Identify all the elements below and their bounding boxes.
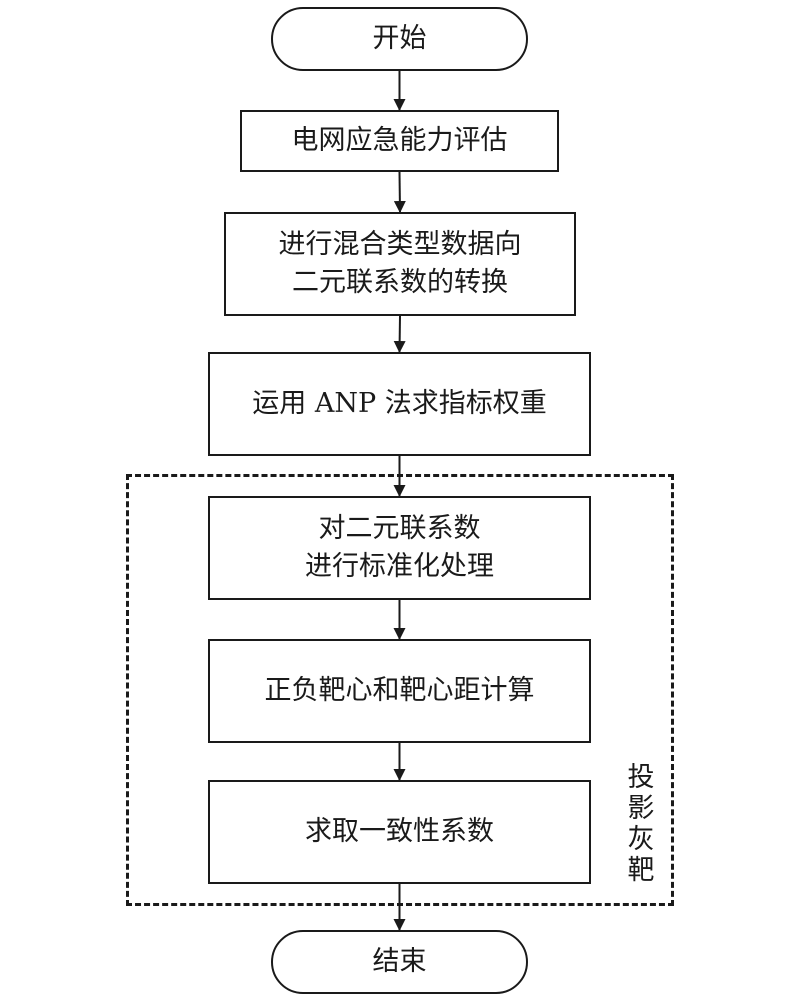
end-terminal: 结束: [271, 930, 528, 994]
group-label-char: 投: [627, 762, 655, 793]
arrow-evaluate-to-convert: [393, 171, 406, 213]
bullseye-distance-label: 正负靶心和靶心距计算: [264, 675, 535, 706]
group-label-vertical: 投 影 灰 靶: [623, 762, 659, 886]
anp-weight-label: 运用 ANP 法求指标权重: [252, 388, 547, 419]
grid-emergency-capability-evaluation-box: 电网应急能力评估: [240, 110, 559, 172]
group-label-char: 灰: [627, 824, 655, 855]
grid-emergency-capability-evaluation-label: 电网应急能力评估: [291, 125, 508, 156]
end-label: 结束: [372, 946, 427, 977]
mixed-data-conversion-box: 进行混合类型数据向 二元联系数的转换: [224, 212, 576, 316]
normalization-box: 对二元联系数 进行标准化处理: [208, 496, 591, 600]
group-label-char: 影: [627, 793, 655, 824]
mixed-data-conversion-label-line-2: 二元联系数的转换: [292, 267, 508, 298]
normalization-label-line-2: 进行标准化处理: [305, 551, 494, 582]
arrow-convert-to-anp: [393, 315, 406, 353]
consistency-coefficient-label: 求取一致性系数: [305, 816, 494, 847]
anp-weight-box: 运用 ANP 法求指标权重: [208, 352, 591, 456]
start-terminal: 开始: [271, 7, 528, 71]
normalization-label-line-1: 对二元联系数: [318, 513, 481, 544]
mixed-data-conversion-label-line-1: 进行混合类型数据向: [278, 229, 522, 260]
bullseye-distance-box: 正负靶心和靶心距计算: [208, 639, 591, 743]
group-label-char: 靶: [627, 855, 655, 886]
consistency-coefficient-box: 求取一致性系数: [208, 780, 591, 884]
start-label: 开始: [372, 23, 427, 54]
